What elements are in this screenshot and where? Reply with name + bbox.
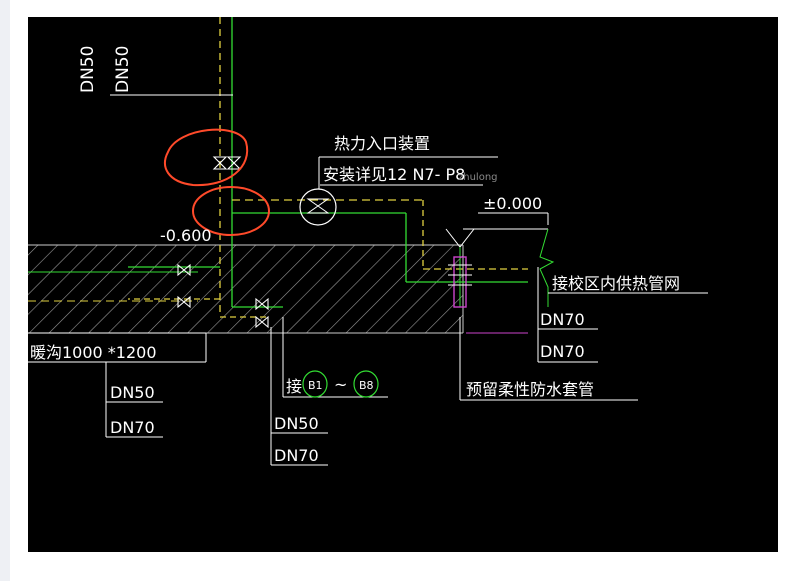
label-left-dn50: DN50 (110, 383, 155, 402)
markup-circles (164, 128, 270, 236)
window-edge (0, 0, 10, 581)
label-mid-dn50: DN50 (274, 414, 319, 433)
heat-entry-title: 热力入口装置 (334, 134, 430, 153)
label-top-dn50-2: DN50 (113, 46, 133, 93)
connect-from: B1 (308, 379, 323, 392)
connect-sep: ~ (334, 375, 347, 394)
trench-label: 暖沟1000 *1200 (30, 343, 157, 362)
cad-canvas[interactable]: DN50 DN50 热力入口装置 安装详见12 N7- P8 zhulong ±… (28, 17, 778, 552)
slab-hatch (28, 244, 464, 334)
campus-network-label: 接校区内供热管网 (552, 274, 680, 293)
heat-entry-symbol (299, 188, 337, 226)
label-top-dn50-1: DN50 (78, 46, 98, 93)
label-right-dn70-2: DN70 (540, 342, 585, 361)
elevation-trench: -0.600 (160, 226, 212, 245)
waterproof-sleeve (448, 256, 528, 334)
heat-entry-detail: 安装详见12 N7- P8 (323, 165, 465, 184)
valve-trench-2 (177, 295, 191, 309)
cad-drawing: DN50 DN50 热力入口装置 安装详见12 N7- P8 zhulong ±… (28, 17, 708, 466)
label-left-dn70: DN70 (110, 418, 155, 437)
valve-lower-1 (255, 297, 269, 329)
risers (128, 17, 283, 318)
label-mid-dn70: DN70 (274, 446, 319, 465)
leader-lines (28, 94, 708, 466)
ground-line (445, 228, 555, 307)
bubble-b1 (302, 370, 328, 398)
connect-to: B8 (359, 379, 374, 392)
valve-riser-top (212, 156, 242, 170)
valve-trench-1 (177, 263, 191, 277)
connect-prefix: 接 (286, 377, 302, 396)
elevation-ground: ±0.000 (483, 194, 542, 213)
bubble-b8 (353, 370, 379, 398)
sleeve-note: 预留柔性防水套管 (466, 380, 594, 399)
label-right-dn70-1: DN70 (540, 310, 585, 329)
watermark: zhulong (458, 172, 498, 183)
